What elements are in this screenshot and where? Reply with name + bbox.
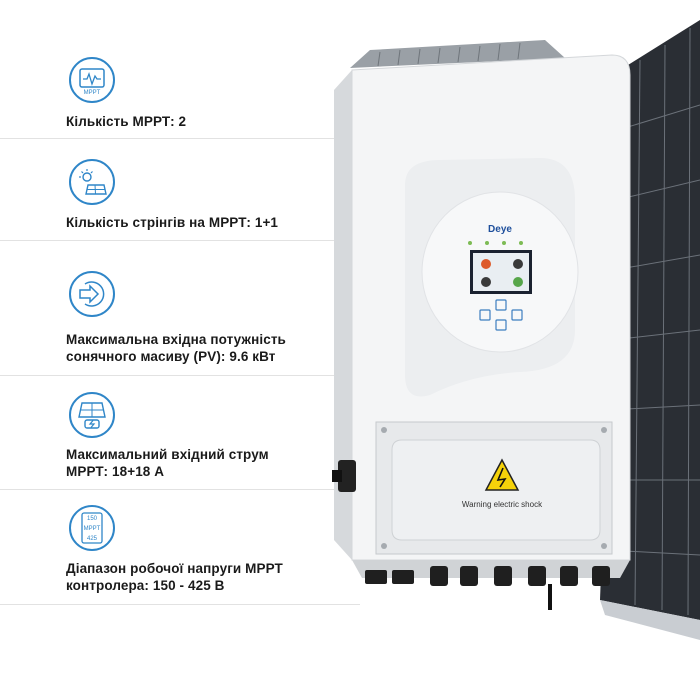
divider	[0, 604, 360, 605]
spec-strings-per-mppt: Кількість стрінгів на МРРТ: 1+1	[66, 215, 279, 230]
svg-text:150: 150	[87, 516, 98, 522]
divider	[0, 240, 360, 241]
inverter-illustration: Deye Warning electric shock	[320, 20, 700, 680]
svg-text:Deye: Deye	[488, 224, 512, 235]
voltage-range-icon: 150 MPPT 425	[68, 504, 116, 552]
divider	[0, 138, 360, 139]
divider	[0, 375, 360, 376]
input-power-icon	[68, 270, 116, 318]
divider	[0, 489, 360, 490]
svg-text:Warning electric shock: Warning electric shock	[462, 500, 543, 509]
svg-text:425: 425	[87, 536, 98, 542]
svg-text:MPPT: MPPT	[84, 526, 101, 532]
mppt-icon: MPPT	[68, 56, 116, 104]
spec-max-input-current: Максимальний вхідний струм МРРТ: 18+18 А	[66, 447, 269, 479]
spec-mppt-voltage-range: Діапазон робочої напруги МРРТ контролера…	[66, 561, 283, 593]
solar-panel-sun-icon	[68, 158, 116, 206]
panel-current-icon	[68, 391, 116, 439]
spec-mppt-count: Кількість МРРТ: 2	[66, 114, 187, 129]
spec-max-input-power: Максимальна вхідна потужність сонячного …	[66, 332, 286, 364]
svg-text:MPPT: MPPT	[84, 90, 101, 96]
